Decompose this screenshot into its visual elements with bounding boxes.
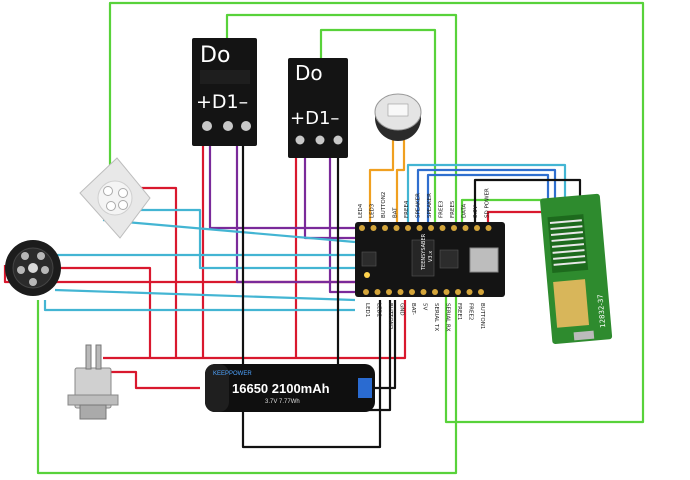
microcontroller-board: TEENSYSABER V3.x [355,222,505,297]
battery-brand: KEEPPOWER [213,371,252,377]
bottom-pin-label: LED2 [376,303,382,317]
bottom-pin-pad [409,289,415,295]
sd-board-trace [550,231,583,236]
mosfet-module-left: Do +D1– [192,38,257,146]
sd-board-trace [549,219,582,225]
top-pin-label: LED4 [358,203,364,218]
bottom-pin-pad [466,289,473,295]
wire-red-led-common [130,186,178,358]
bottom-pin-label: SERIAL RX [445,303,451,332]
bottom-pin-label: 5V [422,303,428,310]
bottom-pin-pad [420,289,427,295]
board-label: TEENSYSABER [421,233,427,271]
bottom-pin-pad [363,289,369,295]
top-pin-label: 3.3V [473,205,479,218]
top-pin-pad [474,225,480,231]
bottom-pin-labels: LED1 LED2 BUTTON2 GND BAT- 5V SERIAL TX SERIAL … [364,303,485,332]
wire-green-outer-loop [108,1,645,424]
top-pin-pad [370,225,377,231]
bottom-pin-pad [374,289,381,295]
bottom-pin-pad [478,289,484,295]
top-pin-pad [382,225,388,231]
sd-board-label: 12832-37 [596,294,607,328]
battery: KEEPPOWER 16650 2100mAh 3.7V 7.77Wh [205,364,375,412]
wire-purple-led2 [328,138,355,294]
module-right-line1: Do [295,61,323,85]
wire-cyan-5 [43,300,355,312]
sd-board-trace [550,225,583,230]
wire-cyan-1 [116,208,355,270]
bottom-pin-pad [386,289,392,295]
top-pin-pad [393,225,400,231]
top-pin-pad [359,225,365,231]
battery-model: 16650 2100mAh [232,381,330,396]
module-right-line2: +D1– [290,108,339,129]
led-emitter-disc [5,240,61,296]
wire-orange-speaker2 [395,140,406,225]
battery-spec: 3.7V 7.77Wh [265,399,300,405]
bottom-pin-label: BUTTON1 [479,303,485,329]
mosfet-module-right: Do +D1– [288,58,348,158]
top-pin-pad [485,225,492,231]
top-pin-label: FREE5 [450,200,456,218]
top-pin-label: DATA [462,204,468,218]
top-pin-label: BAT [393,207,399,218]
bottom-pin-label: FREE2 [468,303,474,320]
bottom-pin-pad [443,289,450,295]
top-pin-label: LED3 [370,203,376,218]
sd-board-trace [551,243,585,248]
wire-cyan-3 [54,288,356,302]
module-left-line1: Do [200,43,230,68]
bottom-pin-label: FREE1 [456,303,462,320]
bottom-pin-pad [397,289,404,295]
top-pin-label: BUTTON2 [381,192,387,218]
top-pin-label: SPEAKER [416,193,422,218]
sd-board-trace [552,249,585,254]
top-pin-label: FREE3 [439,200,445,218]
top-pin-pad [416,225,423,231]
wire-purple-led4 [208,138,355,230]
wire-cyan-4 [102,218,356,244]
board-version: V3.x [428,251,434,262]
top-pin-pad [405,225,411,231]
top-pin-pad [451,225,457,231]
module-left-line2: +D1– [196,91,248,113]
bottom-pin-label: LED1 [364,303,370,317]
sd-card-board: 12832-37 [540,193,613,344]
bottom-pin-label: SERIAL TX [433,303,439,331]
top-pin-label: SD POWER [485,188,491,218]
bottom-pin-pad [432,289,438,295]
sd-board-trace [553,261,586,266]
wire-red-left [40,266,152,358]
top-pin-pad [439,225,446,231]
top-pin-label: FREE4 [404,200,410,218]
wire-black-battery-neg [370,300,397,390]
bottom-pin-label: BAT- [410,303,416,315]
wire-purple-led1 [235,138,355,284]
power-switch [67,344,119,420]
sd-board-trace [553,255,586,260]
bottom-pin-label: GND [399,303,405,316]
wire-red-bat [103,300,407,360]
top-pin-pad [462,225,469,231]
bottom-pin-pad [455,289,461,295]
wire-cyan-sd [406,163,567,225]
led-star-pcb [79,157,151,239]
speaker [374,93,422,141]
wire-orange-speaker1 [368,140,395,225]
wire-red-switch [103,370,200,390]
bottom-pin-label: BUTTON2 [387,303,393,329]
top-pin-pad [428,225,434,231]
wire-black-gnd-module [241,138,382,449]
sd-board-trace [551,237,584,242]
top-pin-label: SPEAKER [427,193,433,218]
